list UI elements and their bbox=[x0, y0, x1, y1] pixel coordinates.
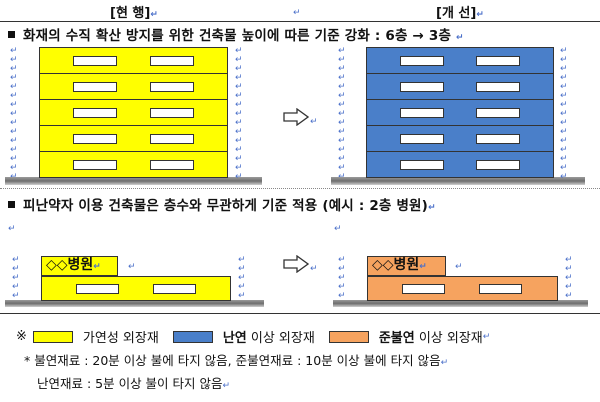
paragraph-mark-icon: ↵ bbox=[8, 224, 16, 234]
paragraph-mark-icon: ↵ bbox=[150, 10, 158, 20]
window bbox=[150, 108, 194, 118]
legend-swatch-quasi-noncombustible bbox=[328, 330, 369, 343]
window bbox=[73, 108, 117, 118]
window bbox=[400, 134, 444, 144]
bullet-square-icon bbox=[8, 200, 15, 208]
window bbox=[73, 82, 117, 92]
paragraph-marks-column: ↵↵↵↵↵ bbox=[338, 255, 346, 301]
paragraph-mark-icon: ↵ bbox=[334, 224, 342, 234]
hospital-sign: ◇◇병원↵ bbox=[41, 256, 118, 276]
legend-label-quasi-noncombustible: 준불연 이상 외장재 bbox=[378, 331, 483, 346]
note-line-2-text: 난연재료 : 5분 이상 불이 타지 않음 bbox=[37, 376, 223, 391]
improved-hospital-quasi-noncombustible bbox=[367, 276, 558, 301]
window bbox=[400, 56, 444, 66]
window bbox=[150, 82, 194, 92]
paragraph-marks-column: ↵↵↵↵↵ bbox=[12, 255, 20, 301]
section2-title-text: 피난약자 이용 건축물은 층수와 무관하게 기준 적용 (예시 : 2층 병원) bbox=[23, 198, 429, 214]
window bbox=[476, 56, 520, 66]
paragraph-mark-icon: ↵ bbox=[456, 33, 464, 43]
note-line-1-text: * 불연재료 : 20분 이상 불에 타지 않음, 준불연재료 : 10분 이상… bbox=[24, 353, 441, 368]
paragraph-marks-column: ↵↵↵↵↵↵↵↵↵↵↵↵↵↵↵ bbox=[560, 46, 568, 182]
ground bbox=[331, 177, 585, 185]
legend-swatch-flammable bbox=[32, 330, 73, 343]
legend: ※ 가연성 외장재 난연 이상 외장재 준불연 이상 외장재↵ bbox=[16, 327, 490, 346]
window bbox=[402, 284, 445, 294]
paragraph-mark-icon: ↵ bbox=[428, 203, 436, 213]
window bbox=[476, 82, 520, 92]
paragraph-marks-column: ↵↵↵↵↵↵↵↵↵↵↵↵↵↵↵ bbox=[338, 46, 346, 182]
header-improved: [개 선]↵ bbox=[436, 2, 484, 21]
divider-dotted bbox=[0, 188, 600, 189]
right-arrow-icon bbox=[283, 108, 309, 126]
hospital-sign-text: ◇◇병원 bbox=[46, 257, 94, 273]
window bbox=[476, 108, 520, 118]
paragraph-marks-column: ↵↵↵↵↵↵↵↵↵↵↵↵↵↵↵ bbox=[10, 46, 18, 182]
right-arrow-icon bbox=[283, 255, 309, 273]
paragraph-mark-icon: ↵ bbox=[128, 262, 136, 272]
ground bbox=[5, 177, 262, 185]
improved-building-flame-retardant bbox=[366, 47, 554, 178]
paragraph-mark-icon: ↵ bbox=[222, 381, 231, 391]
ground bbox=[333, 300, 588, 307]
window bbox=[76, 284, 119, 294]
window bbox=[479, 284, 522, 294]
paragraph-mark-icon: ↵ bbox=[310, 117, 318, 127]
window bbox=[73, 160, 117, 170]
legend-label-flammable: 가연성 외장재 bbox=[82, 331, 159, 346]
window bbox=[400, 82, 444, 92]
paragraph-mark-icon: ↵ bbox=[482, 331, 491, 342]
header-improved-label: [개 선] bbox=[436, 6, 477, 21]
divider-top bbox=[0, 21, 600, 22]
paragraph-mark-icon: ↵ bbox=[293, 8, 301, 18]
paragraph-mark-icon: ↵ bbox=[455, 262, 463, 272]
window bbox=[476, 160, 520, 170]
paragraph-marks-column: ↵↵↵↵↵ bbox=[565, 255, 573, 301]
header-current-label: [현 행] bbox=[110, 6, 151, 21]
note-line-1: * 불연재료 : 20분 이상 불에 타지 않음, 준불연재료 : 10분 이상… bbox=[24, 350, 448, 369]
section1-title-text: 화재의 수직 확산 방지를 위한 건축물 높이에 따른 기준 강화 : 6층 →… bbox=[23, 28, 452, 44]
section2-title: 피난약자 이용 건축물은 층수와 무관하게 기준 적용 (예시 : 2층 병원)… bbox=[8, 194, 436, 214]
legend-label-flame-retardant: 난연 이상 외장재 bbox=[222, 331, 315, 346]
hospital-sign-text: ◇◇병원 bbox=[372, 257, 420, 273]
ground bbox=[5, 300, 264, 307]
current-hospital-flammable bbox=[41, 276, 231, 301]
window bbox=[153, 284, 196, 294]
window bbox=[73, 56, 117, 66]
window bbox=[73, 134, 117, 144]
paragraph-mark-icon: ↵ bbox=[310, 264, 318, 274]
legend-swatch-flame-retardant bbox=[172, 330, 213, 343]
hospital-sign: ◇◇병원↵ bbox=[367, 256, 446, 276]
paragraph-mark-icon: ↵ bbox=[440, 358, 449, 368]
paragraph-mark-icon: ↵ bbox=[476, 10, 484, 20]
window bbox=[150, 56, 194, 66]
section1-title: 화재의 수직 확산 방지를 위한 건축물 높이에 따른 기준 강화 : 6층 →… bbox=[8, 24, 464, 44]
window bbox=[400, 108, 444, 118]
header-current: [현 행]↵ bbox=[110, 2, 158, 21]
window bbox=[476, 134, 520, 144]
window bbox=[150, 134, 194, 144]
current-building-flammable bbox=[39, 47, 228, 178]
legend-marker: ※ bbox=[16, 329, 27, 344]
paragraph-marks-column: ↵↵↵↵↵↵↵↵↵↵↵↵↵↵↵ bbox=[235, 46, 243, 182]
paragraph-marks-column: ↵↵↵↵↵ bbox=[238, 255, 246, 301]
bullet-square-icon bbox=[8, 30, 15, 38]
divider-bottom bbox=[0, 313, 600, 314]
window bbox=[150, 160, 194, 170]
window bbox=[400, 160, 444, 170]
note-line-2: 난연재료 : 5분 이상 불이 타지 않음↵ bbox=[37, 373, 230, 392]
